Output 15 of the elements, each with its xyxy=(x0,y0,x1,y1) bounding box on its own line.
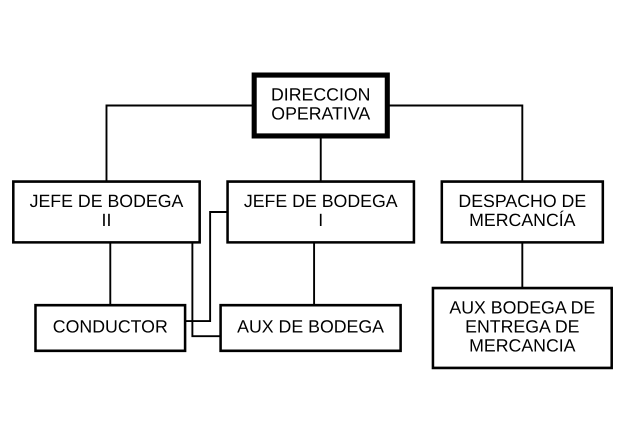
node-box: CONDUCTOR xyxy=(34,304,186,352)
node-box: AUX BODEGA DE ENTREGA DE MERCANCIA xyxy=(432,286,613,370)
connector xyxy=(109,242,112,306)
node-box: DIRECCION OPERATIVA xyxy=(252,72,390,138)
node-box: JEFE DE BODEGA II xyxy=(12,180,201,244)
node-box: JEFE DE BODEGA I xyxy=(226,180,416,244)
connector xyxy=(191,242,220,338)
connector xyxy=(106,104,254,182)
node-box: AUX DE BODEGA xyxy=(219,304,402,352)
connector xyxy=(387,104,524,182)
connector xyxy=(521,242,524,288)
connector xyxy=(320,136,322,182)
connector xyxy=(313,242,316,306)
connector xyxy=(185,211,228,322)
node-box: DESPACHO DE MERCANCÍA xyxy=(440,180,604,244)
